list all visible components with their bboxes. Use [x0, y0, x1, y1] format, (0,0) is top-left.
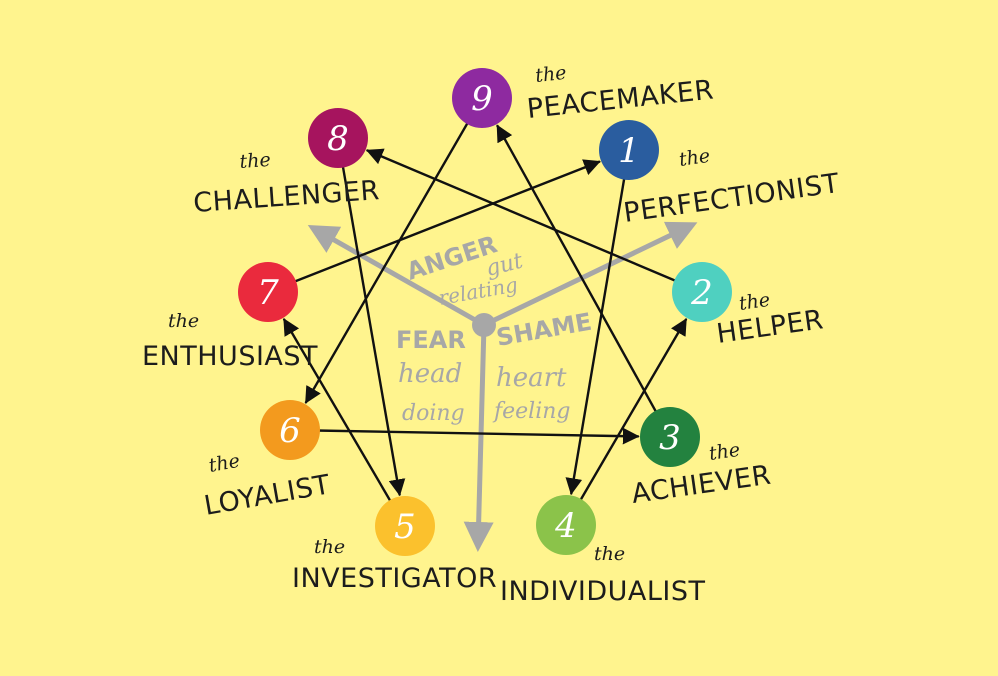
arrow-7-to-1: [291, 159, 601, 284]
type-name-3: ACHIEVER: [630, 460, 773, 510]
type-number-8: 8: [327, 119, 349, 159]
type-nodes: 1 2 3 4 5 6 7 8 9: [238, 68, 732, 556]
type-number-9: 9: [471, 79, 493, 119]
type-node-2: 2: [672, 262, 732, 322]
arrow-1-to-4: [565, 174, 626, 496]
relating-label: relating: [437, 272, 520, 310]
type-the-5: the: [314, 536, 345, 558]
type-circle-8: [308, 108, 368, 168]
shame-arrow: [481, 221, 698, 328]
type-node-9: 9: [452, 68, 512, 128]
type-the-2: the: [738, 289, 772, 315]
arrow-9-to-6: [304, 119, 471, 404]
feeling-label: feeling: [492, 399, 571, 424]
type-number-1: 1: [618, 131, 640, 171]
type-node-8: 8: [308, 108, 368, 168]
type-number-2: 2: [690, 273, 713, 313]
type-name-4: INDIVIDUALIST: [500, 576, 706, 607]
type-labels: thePERFECTIONISTtheHELPERtheACHIEVERtheI…: [142, 62, 841, 607]
type-the-1: the: [678, 145, 712, 171]
type-number-7: 7: [257, 273, 279, 313]
type-circle-1: [599, 120, 659, 180]
type-number-3: 3: [659, 418, 681, 458]
connection-arrows: [283, 119, 688, 505]
center-labels: ANGER gut relating FEAR head doing SHAME…: [396, 230, 594, 426]
type-name-1: PERFECTIONIST: [622, 168, 842, 229]
type-the-3: the: [708, 439, 742, 465]
type-the-7: the: [168, 310, 199, 332]
type-number-4: 4: [554, 506, 577, 546]
type-number-5: 5: [394, 507, 416, 547]
type-node-6: 6: [260, 400, 320, 460]
type-name-7: ENTHUSIAST: [142, 341, 318, 372]
type-the-6: the: [207, 450, 241, 477]
type-circle-6: [260, 400, 320, 460]
type-the-8: the: [239, 149, 272, 173]
type-circle-3: [640, 407, 700, 467]
type-circle-5: [375, 496, 435, 556]
type-the-9: the: [534, 62, 567, 87]
anger-arrow: [307, 225, 487, 328]
type-number-6: 6: [279, 411, 301, 451]
type-name-8: CHALLENGER: [192, 175, 380, 219]
arrow-5-to-7: [283, 318, 394, 505]
type-node-5: 5: [375, 496, 435, 556]
doing-label: doing: [402, 401, 465, 426]
fear-label: FEAR: [396, 326, 466, 354]
type-node-4: 4: [536, 495, 596, 555]
head-label: head: [398, 359, 462, 389]
arrow-8-to-5: [341, 162, 406, 497]
type-circle-7: [238, 262, 298, 322]
type-circle-2: [672, 262, 732, 322]
arrow-6-to-3: [314, 427, 640, 445]
heart-label: heart: [496, 363, 567, 393]
arrow-3-to-9: [496, 124, 659, 416]
type-node-7: 7: [238, 262, 298, 322]
type-the-4: the: [594, 543, 625, 565]
arrow-4-to-2: [577, 318, 688, 504]
type-name-6: LOYALIST: [202, 469, 333, 522]
center-dot: [472, 313, 496, 337]
type-circle-4: [536, 495, 596, 555]
fear-arrow: [463, 322, 494, 552]
type-node-1: 1: [599, 120, 659, 180]
center-arrows: [307, 221, 698, 552]
type-circle-9: [452, 68, 512, 128]
type-node-3: 3: [640, 407, 700, 467]
type-name-5: INVESTIGATOR: [292, 563, 497, 594]
arrow-2-to-8: [365, 148, 680, 284]
type-name-2: HELPER: [715, 304, 826, 350]
